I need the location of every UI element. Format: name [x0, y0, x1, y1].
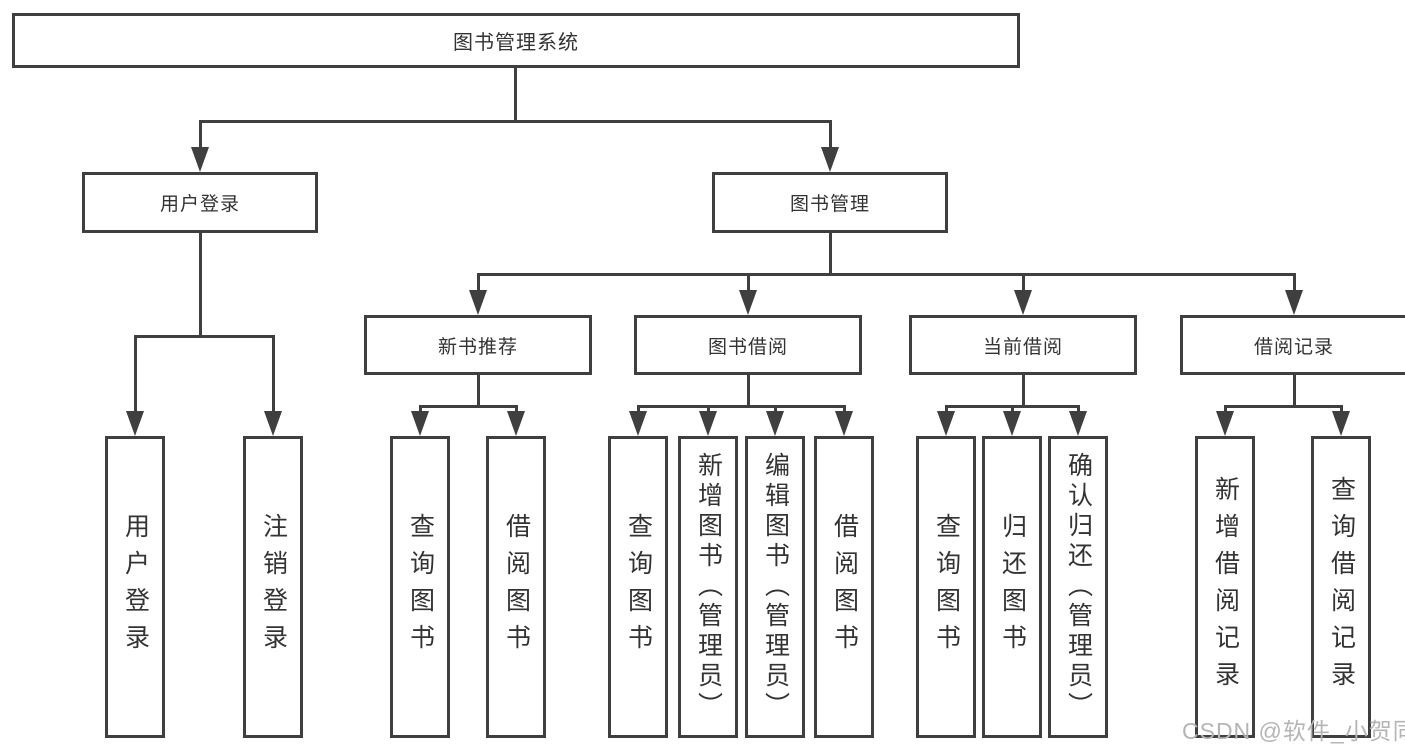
connector-line [477, 273, 480, 293]
node-label: 图书借阅 [707, 336, 788, 358]
node-label: 查询图书 [624, 513, 653, 661]
connector-line [843, 405, 846, 415]
arrow-down-icon [1285, 290, 1303, 315]
node-label: 用户登录 [159, 194, 240, 215]
arrow-down-icon [766, 411, 784, 436]
node-label: 新书推荐 [437, 336, 518, 358]
connector-line [774, 405, 777, 415]
leaf-borrow-books: 借阅图书 [486, 436, 546, 738]
arrow-down-icon [1216, 411, 1234, 436]
connector-line [199, 120, 832, 123]
leaf-add-book-admin: 新增图书（管理员） [678, 436, 738, 738]
arrow-down-icon [191, 147, 209, 172]
connector-line [1224, 405, 1227, 415]
arrow-down-icon [1332, 411, 1350, 436]
connector-line [829, 120, 832, 150]
node-label: 图书管理系统 [453, 32, 579, 54]
connector-line [637, 405, 846, 408]
connector-line [134, 335, 275, 338]
leaf-user-login: 用户登录 [105, 436, 165, 738]
connector-line [1293, 273, 1296, 293]
node-book-borrowing: 图书借阅 [634, 315, 862, 375]
node-current-borrowing: 当前借阅 [909, 315, 1137, 375]
connector-line [637, 405, 640, 415]
node-label: 借阅图书 [502, 513, 531, 661]
leaf-return-book: 归还图书 [982, 436, 1042, 738]
node-label: 查询图书 [406, 513, 435, 661]
connector-line [199, 231, 202, 338]
connector-line [199, 120, 202, 150]
connector-line [1022, 373, 1025, 408]
connector-line [419, 405, 422, 415]
node-label: 确认归还（管理员） [1064, 452, 1093, 722]
node-library-management-system: 图书管理系统 [12, 13, 1020, 68]
connector-line [514, 68, 517, 123]
node-label: 新增图书（管理员） [694, 452, 723, 722]
arrow-down-icon [739, 290, 757, 315]
leaf-edit-book-admin: 编辑图书（管理员） [745, 436, 805, 738]
node-label: 图书管理 [789, 194, 870, 215]
node-label: 归还图书 [998, 513, 1027, 661]
connector-line [747, 273, 750, 293]
leaf-query-books-2: 查询图书 [608, 436, 668, 738]
connector-line [1340, 405, 1343, 415]
connector-line [1022, 273, 1025, 293]
node-label: 当前借阅 [982, 336, 1063, 358]
watermark-text: CSDN @软件_小贺同学 [1182, 718, 1405, 744]
node-label: 借阅记录 [1253, 336, 1334, 358]
connector-line [747, 373, 750, 408]
connector-line [477, 273, 1296, 276]
node-label: 借阅图书 [830, 513, 859, 661]
arrow-down-icon [264, 411, 282, 436]
leaf-query-books-3: 查询图书 [916, 436, 976, 738]
connector-line [515, 405, 518, 415]
connector-line [1077, 405, 1080, 415]
arrow-down-icon [937, 411, 955, 436]
node-label: 用户登录 [121, 513, 150, 661]
arrow-down-icon [126, 411, 144, 436]
connector-line [134, 335, 137, 415]
arrow-down-icon [629, 411, 647, 436]
arrow-down-icon [1014, 290, 1032, 315]
leaf-logout: 注销登录 [243, 436, 303, 738]
arrow-down-icon [821, 147, 839, 172]
arrow-down-icon [1069, 411, 1087, 436]
connector-line [1011, 405, 1014, 415]
leaf-confirm-return-admin: 确认归还（管理员） [1048, 436, 1108, 738]
connector-line [477, 373, 480, 408]
connector-line [945, 405, 948, 415]
leaf-add-borrow-record: 新增借阅记录 [1195, 436, 1255, 738]
arrow-down-icon [835, 411, 853, 436]
connector-line [272, 335, 275, 415]
node-borrowing-records: 借阅记录 [1180, 315, 1405, 375]
connector-line [1224, 405, 1343, 408]
node-label: 新增借阅记录 [1211, 476, 1240, 698]
node-book-management: 图书管理 [712, 172, 948, 233]
connector-line [707, 405, 710, 415]
node-label: 查询图书 [932, 513, 961, 661]
leaf-query-borrow-record: 查询借阅记录 [1311, 436, 1371, 738]
arrow-down-icon [699, 411, 717, 436]
node-label: 注销登录 [259, 513, 288, 661]
node-user-login: 用户登录 [82, 172, 318, 233]
node-label: 查询借阅记录 [1327, 476, 1356, 698]
connector-line [419, 405, 518, 408]
connector-line [1293, 373, 1296, 408]
arrow-down-icon [507, 411, 525, 436]
arrow-down-icon [411, 411, 429, 436]
node-label: 编辑图书（管理员） [761, 452, 790, 722]
leaf-query-books: 查询图书 [390, 436, 450, 738]
arrow-down-icon [469, 290, 487, 315]
connector-line [829, 231, 832, 276]
arrow-down-icon [1003, 411, 1021, 436]
leaf-borrow-books-2: 借阅图书 [814, 436, 874, 738]
node-new-book-recommendation: 新书推荐 [364, 315, 592, 375]
